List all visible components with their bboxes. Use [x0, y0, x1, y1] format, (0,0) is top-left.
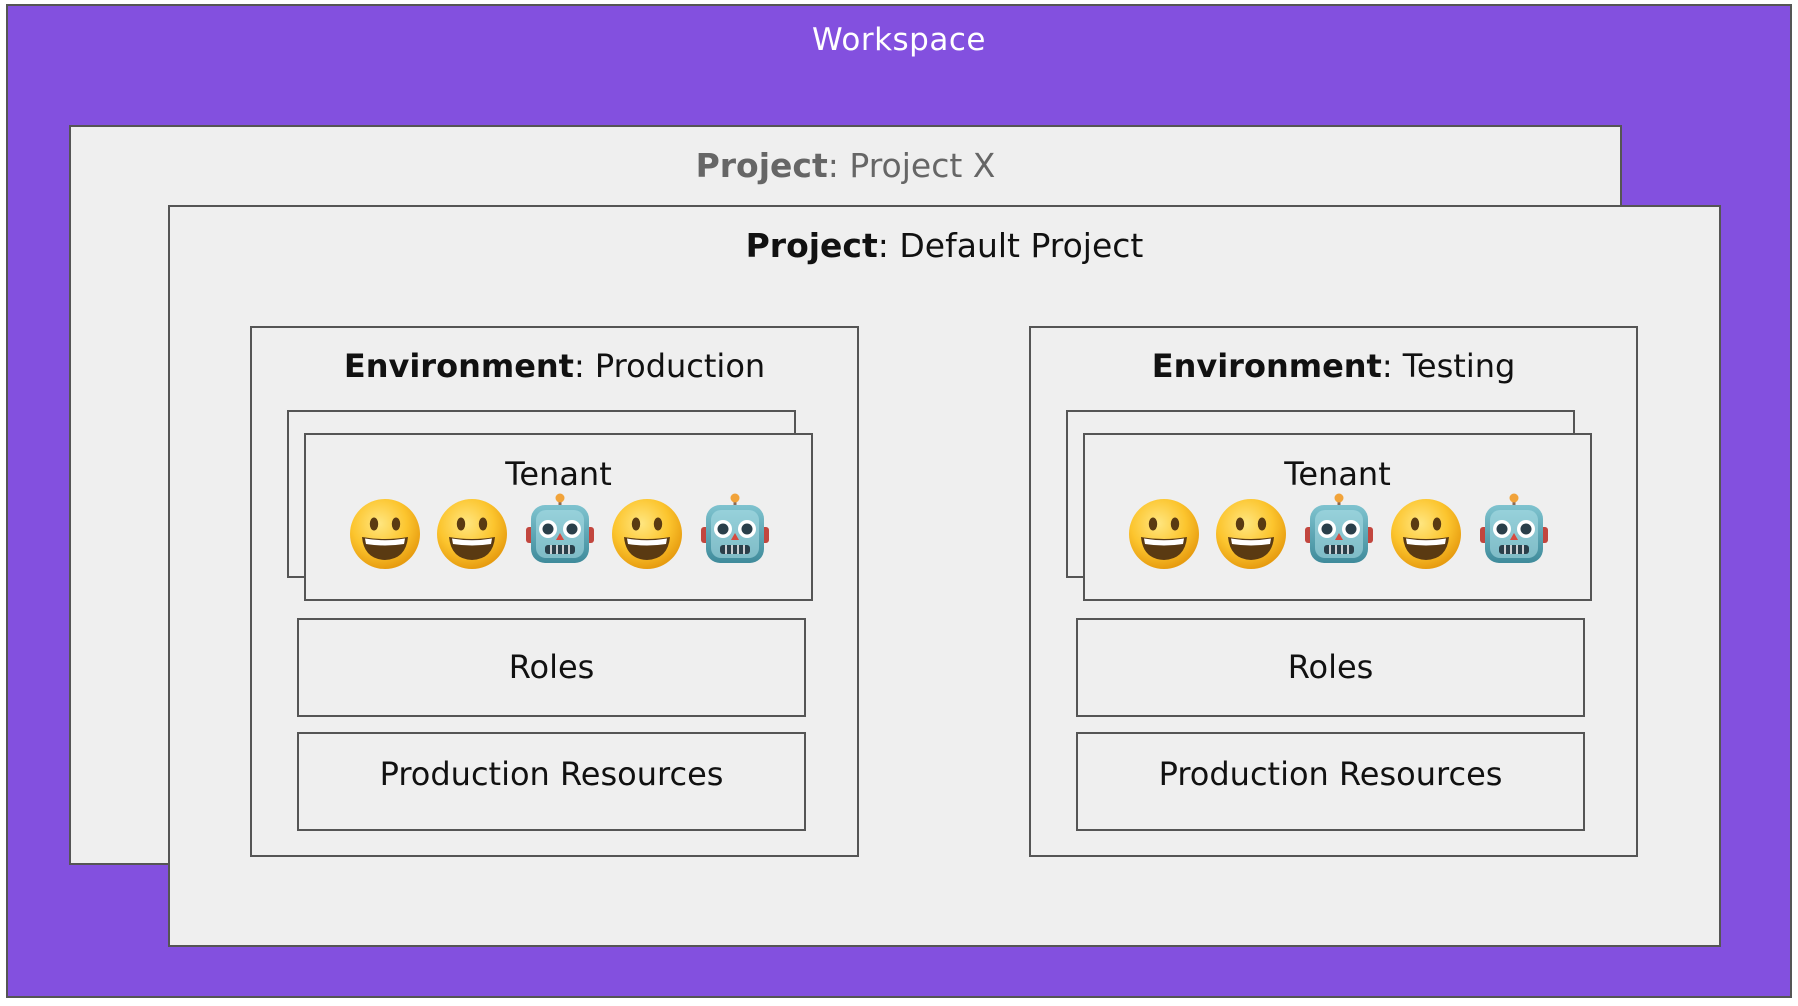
project-x-keyword: Project: [695, 146, 828, 185]
tenant-label-testing: Tenant: [1284, 455, 1391, 493]
environment-production-keyword: Environment: [343, 347, 574, 385]
environment-testing-name: Testing: [1402, 347, 1516, 385]
default-project-separator: :: [877, 226, 900, 265]
roles-label-production: Roles: [508, 648, 595, 686]
roles-box-testing: [1076, 618, 1585, 717]
resources-box-production: [297, 732, 806, 831]
default-project-keyword: Project: [745, 226, 878, 265]
robot-icon: [1477, 493, 1551, 567]
default-project-label: Project: Default Project: [168, 226, 1721, 265]
smiley-icon: [348, 497, 422, 571]
smiley-icon: [610, 497, 684, 571]
environment-testing-separator: :: [1381, 347, 1403, 385]
smiley-icon: [1389, 497, 1463, 571]
tenant-label-production: Tenant: [505, 455, 612, 493]
resources-label-testing: Production Resources: [1158, 755, 1503, 793]
smiley-icon: [435, 497, 509, 571]
roles-label-testing: Roles: [1287, 648, 1374, 686]
resources-box-testing: [1076, 732, 1585, 831]
environment-testing-keyword: Environment: [1151, 347, 1382, 385]
environment-production-name: Production: [594, 347, 766, 385]
robot-icon: [1302, 493, 1376, 567]
project-x-name: Project X: [849, 146, 996, 185]
environment-production-separator: :: [573, 347, 595, 385]
environment-production-label: Environment: Production: [250, 347, 859, 385]
workspace-label: Workspace: [812, 22, 986, 58]
default-project-name: Default Project: [899, 226, 1144, 265]
robot-icon: [698, 493, 772, 567]
resources-label-production: Production Resources: [379, 755, 724, 793]
robot-icon: [523, 493, 597, 567]
project-x-label: Project: Project X: [69, 146, 1622, 185]
environment-testing-label: Environment: Testing: [1029, 347, 1638, 385]
smiley-icon: [1214, 497, 1288, 571]
project-x-separator: :: [827, 146, 850, 185]
roles-box-production: [297, 618, 806, 717]
smiley-icon: [1127, 497, 1201, 571]
